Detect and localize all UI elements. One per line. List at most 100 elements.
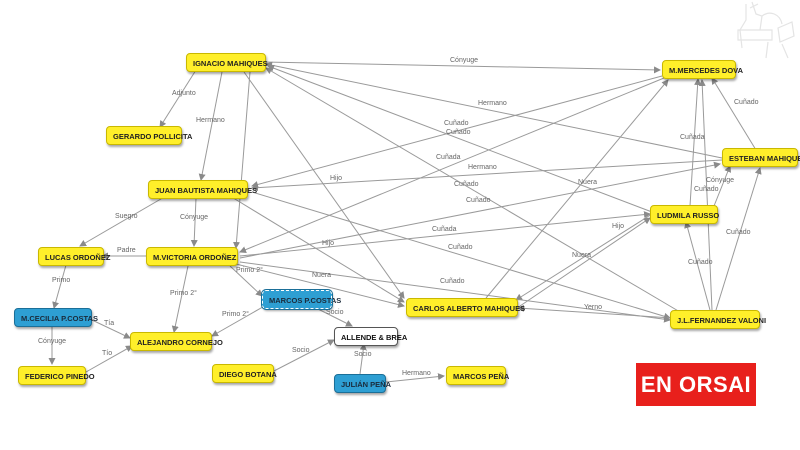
edge-label: Cuñado	[688, 259, 713, 266]
edge-hijo-carlos-ludmila	[519, 217, 651, 307]
edge-socio-diego-allende	[271, 339, 335, 373]
edge-cunado-juan-fernandez	[251, 191, 671, 320]
edge-label: Cuñado	[454, 181, 479, 188]
edge-hermano-julian-marcos	[385, 373, 445, 383]
edge-suegro	[79, 195, 167, 247]
edge-label: Adjunto	[172, 90, 196, 97]
edge-label: Primo 2°	[236, 266, 263, 274]
edge-label: Cuñado	[694, 186, 719, 193]
edge-label: Cuñado	[726, 229, 751, 236]
edge-label: Cónyuge	[706, 177, 734, 184]
edge-hijo-ignacio-carlos	[243, 71, 405, 299]
edge-primo2-victoria-alejandro	[171, 265, 189, 333]
node-juan-bautista-mahiques[interactable]: JUAN BAUTISTA MAHIQUES	[148, 180, 257, 199]
edge-label: Cónyuge	[450, 57, 478, 64]
edge-label: Cónyuge	[180, 214, 208, 221]
edge-hijo-juan-carlos	[229, 195, 405, 303]
edge-tio	[85, 345, 133, 373]
edge-conyuge-juan-victoria	[190, 197, 198, 247]
edge-cunado-victoria-esteban	[239, 161, 721, 259]
edge-label: Cuñado	[444, 120, 469, 127]
node-ludmila-russo[interactable]: LUDMILA RUSSO	[650, 205, 719, 224]
node-marcos-pena[interactable]: MARCOS PEÑA	[446, 366, 509, 385]
edge-primo2-marcos-alejandro	[211, 303, 269, 337]
edge-tia	[91, 319, 131, 339]
edge-label: Padre	[117, 247, 136, 254]
edge-cunado-esteban-mercedes	[711, 77, 757, 151]
edge-label: Nuera	[572, 252, 591, 259]
edge-conyuge-ludmila-esteban	[713, 165, 732, 207]
edge-conyuge-ignacio-mercedes	[263, 61, 661, 74]
edge-adjunto	[159, 69, 197, 128]
edge-label: Tía	[104, 320, 114, 327]
edge-socio-julian-allende	[359, 343, 367, 375]
node-diego-botana[interactable]: DIEGO BOTANA	[212, 364, 277, 383]
edge-primo	[52, 264, 67, 309]
edge-label: Cuñado	[440, 278, 465, 285]
edge-nuera-victoria-carlos	[235, 263, 405, 308]
node-julian-pena[interactable]: JULIÁN PEÑA	[334, 374, 391, 393]
edge-label: Cónyuge	[38, 338, 66, 345]
edge-cunado-victoria-fernandez	[239, 261, 671, 323]
node-carlos-alberto-mahiques[interactable]: CARLOS ALBERTO MAHIQUES	[406, 298, 525, 317]
node-victoria-ordonez[interactable]: M.VICTORIA ORDOÑEZ	[146, 247, 238, 266]
edge-label: Nuera	[578, 179, 597, 186]
edge-label: Socio	[292, 347, 310, 354]
node-fernandez-valoni[interactable]: J.L.FERNANDEZ VALONI	[670, 310, 766, 329]
node-gerardo-pollicita[interactable]: GERARDO POLLICITA	[106, 126, 192, 145]
edge-label: Primo 2°	[170, 289, 197, 297]
corner-sketch-icon	[737, 1, 795, 59]
edge-label: Socio	[354, 351, 372, 358]
node-esteban-mahiques[interactable]: ESTEBAN MAHIQUES	[722, 148, 800, 167]
edge-cunada-ludmila-mercedes	[689, 78, 702, 207]
node-mercedes-dova[interactable]: M.MERCEDES DOVA	[662, 60, 743, 79]
edge-label: Hermano	[402, 370, 431, 377]
edge-cunado-ludmila-ignacio	[267, 64, 653, 213]
edge-nuera-ludmila-carlos	[515, 213, 653, 301]
edge-label: Cuñado	[466, 197, 491, 204]
edge-cunada-mercedes-victoria	[239, 77, 665, 253]
node-marcos-costas[interactable]: MARCOS P.COSTAS	[261, 289, 341, 310]
edge-label: Nuera	[312, 272, 331, 279]
edge-hermano-esteban-juan	[251, 159, 723, 192]
edge-label: Socio	[326, 309, 344, 316]
edge-primo2-victoria-marcos	[229, 265, 263, 297]
edge-label: Hijo	[612, 223, 624, 230]
edge-label: Hermano	[196, 117, 225, 124]
edge-cunado-fernandez-ludmila	[684, 221, 711, 311]
edge-cunado-fernandez-ignacio	[265, 67, 681, 313]
edge-cunado-fernandez-esteban	[715, 167, 762, 311]
edge-socio-marcos-allende	[315, 307, 353, 327]
edge-label: Cuñada	[436, 154, 461, 161]
edge-label: Yerno	[584, 304, 602, 311]
edge-label: Suegro	[115, 213, 138, 220]
node-federico-pinedo[interactable]: FEDERICO PINEDO	[18, 366, 95, 385]
edge-label: Hermano	[478, 100, 507, 107]
edge-hermano-esteban-ignacio	[265, 61, 723, 159]
node-cecilia-costas[interactable]: M.CECILIA P.COSTAS	[14, 308, 98, 327]
edge-nuera-carlos-mercedes	[485, 79, 669, 299]
edge-label: Cuñado	[448, 244, 473, 251]
edge-label: Primo 2°	[222, 310, 249, 318]
node-ignacio-mahiques[interactable]: IGNACIO MAHIQUES	[186, 53, 268, 72]
node-lucas-ordonez[interactable]: LUCAS ORDOÑEZ	[38, 247, 110, 266]
edge-label: Hijo	[322, 240, 334, 247]
edge-labels: Adjunto Hermano Cónyuge Hermano Cuñado C…	[38, 57, 759, 377]
edge-label: Cuñado	[734, 99, 759, 106]
node-alejandro-cornejo[interactable]: ALEJANDRO CORNEJO	[130, 332, 223, 351]
edge-ignacio-victoria	[232, 71, 251, 249]
edge-label: Cuñada	[680, 134, 705, 141]
edge-label: Tío	[102, 350, 112, 357]
en-orsai-logo: EN ORSAI	[636, 363, 756, 406]
edge-cunada-victoria-ludmila	[239, 211, 651, 257]
node-allende-brea[interactable]: ALLENDE & BREA	[334, 327, 407, 346]
edge-label: Cuñada	[432, 226, 457, 233]
edge-label: Cuñado	[446, 129, 471, 136]
edge-hermano-ignacio-juan	[198, 71, 223, 181]
edge-label: Hermano	[468, 164, 497, 171]
edge-cunada-mercedes-juan	[251, 75, 663, 188]
edge-label: Hijo	[330, 175, 342, 182]
edges	[48, 61, 762, 383]
edge-cunado-fernandez-mercedes	[698, 79, 713, 311]
